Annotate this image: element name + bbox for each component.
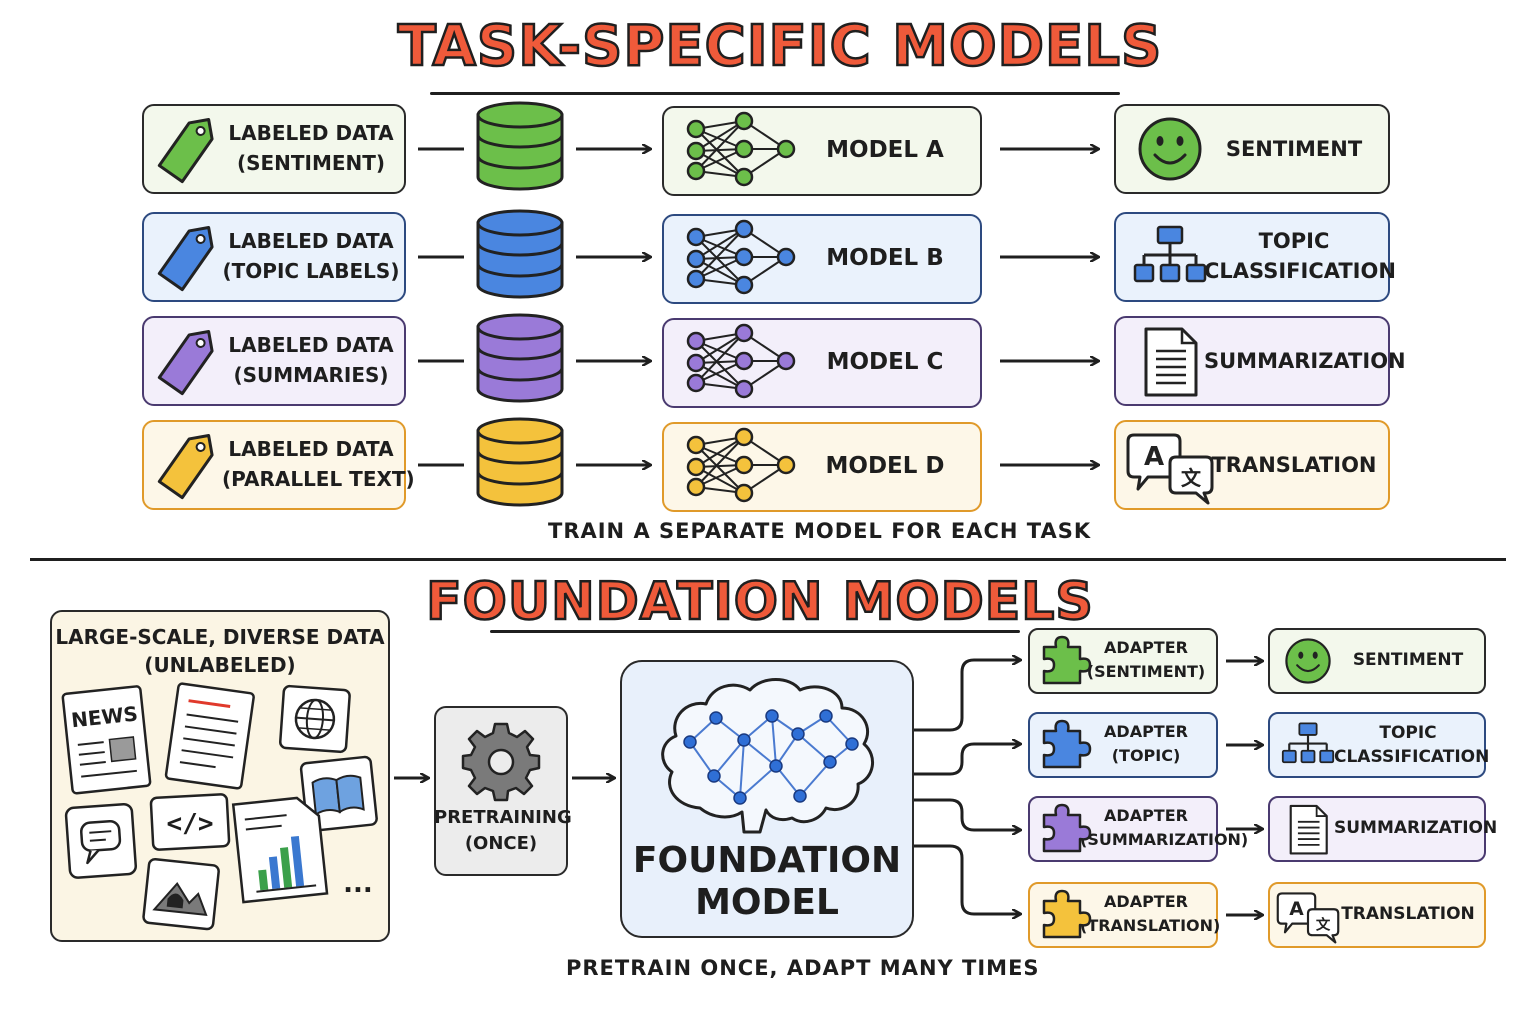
smiley-icon xyxy=(1138,117,1202,181)
foundation-model-label-line1: FOUNDATION xyxy=(632,840,902,881)
translate-icon: A文 xyxy=(1276,892,1340,944)
adapter-line2: (SUMMARIZATION) xyxy=(1080,830,1249,849)
tag-icon xyxy=(157,434,214,500)
database-icon xyxy=(476,417,564,507)
foundation-model-label-line2: MODEL xyxy=(695,882,839,923)
code-label: </> xyxy=(167,809,214,839)
task-output-line1: TRANSLATION xyxy=(1211,453,1377,477)
adapter-line2: (SENTIMENT) xyxy=(1086,662,1206,681)
globe-icon xyxy=(279,684,351,754)
code-icon xyxy=(149,793,231,851)
neural-network-icon xyxy=(686,111,796,187)
pretraining-label-line1: PRETRAINING xyxy=(434,807,572,828)
top-title-underline xyxy=(430,92,1120,95)
latin-glyph: A xyxy=(1289,899,1304,920)
image-icon xyxy=(142,857,220,931)
tag-icon xyxy=(157,118,214,184)
bottom-caption: PRETRAIN ONCE, ADAPT MANY TIMES xyxy=(566,956,1040,980)
puzzle-piece-icon xyxy=(1042,719,1092,769)
labeled-data-line1: LABELED DATA xyxy=(228,333,394,357)
labeled-data-line2: (SENTIMENT) xyxy=(236,151,386,175)
hierarchy-icon xyxy=(1133,225,1207,283)
model-label: MODEL A xyxy=(826,137,944,163)
translate-icon: A文 xyxy=(1126,433,1214,505)
database-icon xyxy=(476,101,564,191)
bottom-title: FOUNDATION MODELS xyxy=(425,571,1094,634)
latin-glyph: A xyxy=(1144,442,1164,472)
neural-network-icon xyxy=(686,427,796,503)
tag-icon xyxy=(157,330,214,396)
adapter-line1: ADAPTER xyxy=(1104,638,1188,657)
labeled-data-line1: LABELED DATA xyxy=(228,121,394,145)
adapter-line1: ADAPTER xyxy=(1104,722,1188,741)
database-icon xyxy=(476,209,564,299)
top-caption: TRAIN A SEPARATE MODEL FOR EACH TASK xyxy=(548,519,1092,543)
task-output-line1: SUMMARIZATION xyxy=(1204,349,1406,373)
adapter-line1: ADAPTER xyxy=(1104,892,1188,911)
puzzle-piece-icon xyxy=(1042,803,1092,853)
task-output-line1: SENTIMENT xyxy=(1225,137,1363,161)
adapter-line2: (TRANSLATION) xyxy=(1080,916,1221,935)
branch-arrow xyxy=(914,798,1020,830)
labeled-data-line2: (TOPIC LABELS) xyxy=(222,259,400,283)
unlabeled-data-label-line2: (UNLABELED) xyxy=(144,653,296,677)
smiley-icon xyxy=(1285,638,1331,684)
branch-arrow xyxy=(914,744,1020,776)
database-icon xyxy=(476,313,564,403)
unlabeled-data-label-line1: LARGE-SCALE, DIVERSE DATA xyxy=(55,625,385,649)
neural-network-icon xyxy=(686,219,796,295)
section-divider xyxy=(30,558,1506,561)
task-output-line1: TOPIC xyxy=(1258,229,1330,253)
adapted-output-line1: SUMMARIZATION xyxy=(1334,818,1498,838)
branch-arrow xyxy=(914,660,1020,732)
labeled-data-line1: LABELED DATA xyxy=(228,229,394,253)
top-title: TASK-SPECIFIC MODELS xyxy=(396,13,1163,81)
adapted-output-line2: CLASSIFICATION xyxy=(1334,747,1490,767)
labeled-data-line2: (PARALLEL TEXT) xyxy=(222,467,415,491)
model-label: MODEL D xyxy=(825,453,945,479)
document-icon xyxy=(1289,804,1328,855)
hierarchy-icon xyxy=(1281,722,1335,764)
pretraining-label-line2: (ONCE) xyxy=(464,833,538,854)
puzzle-piece-icon xyxy=(1042,889,1092,939)
adapter-line2: (TOPIC) xyxy=(1111,746,1181,765)
chat-bubble-icon xyxy=(64,803,138,879)
cjk-glyph: 文 xyxy=(1181,466,1202,490)
adapted-output-line1: TOPIC xyxy=(1379,723,1437,743)
article-icon xyxy=(164,682,255,790)
puzzle-piece-icon xyxy=(1042,635,1092,685)
labeled-data-line1: LABELED DATA xyxy=(228,437,394,461)
book-icon xyxy=(299,755,378,833)
bottom-title-underline xyxy=(490,630,1020,633)
task-output-line2: CLASSIFICATION xyxy=(1204,259,1396,283)
cjk-glyph: 文 xyxy=(1316,915,1331,933)
newspaper-icon xyxy=(61,685,152,795)
adapter-line1: ADAPTER xyxy=(1104,806,1188,825)
adapted-output-line1: TRANSLATION xyxy=(1341,904,1475,924)
branch-arrow xyxy=(914,844,1020,914)
model-box xyxy=(662,106,982,196)
neural-network-icon xyxy=(686,323,796,399)
adapted-output-line1: SENTIMENT xyxy=(1352,650,1464,670)
model-label: MODEL B xyxy=(826,245,944,271)
labeled-data-line2: (SUMMARIES) xyxy=(233,363,389,387)
tag-icon xyxy=(157,226,214,292)
model-label: MODEL C xyxy=(826,349,944,375)
document-icon xyxy=(1144,327,1198,397)
bar-chart-document-icon xyxy=(231,796,329,904)
more-ellipsis: ... xyxy=(343,869,373,899)
